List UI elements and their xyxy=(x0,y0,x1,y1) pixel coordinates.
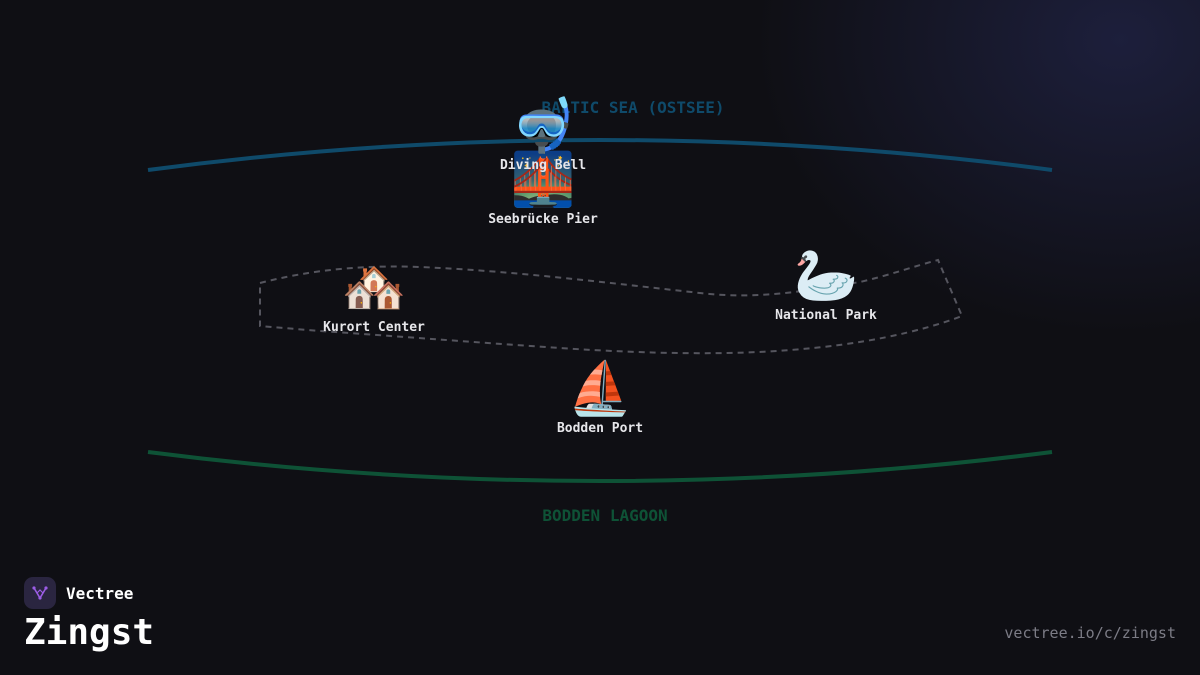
source-url[interactable]: vectree.io/c/zingst xyxy=(1004,624,1176,642)
bodden-coastline xyxy=(147,450,1053,483)
poi-label: National Park xyxy=(775,308,877,323)
bridge-at-night-icon: 🌉 xyxy=(510,150,576,210)
poi-kurort-center[interactable]: 🏘️ Kurort Center xyxy=(323,258,425,335)
poi-label: Diving Bell xyxy=(499,158,587,173)
vectree-logo-mark xyxy=(32,586,48,600)
baltic-coastline xyxy=(147,138,1053,172)
poi-label: Bodden Port xyxy=(556,421,644,436)
poi-bodden-port[interactable]: ⛵ Bodden Port xyxy=(557,359,643,436)
page-title: Zingst xyxy=(24,612,155,653)
poi-label: Seebrücke Pier xyxy=(488,212,598,227)
bodden-lagoon-label: BODDEN LAGOON xyxy=(542,506,668,525)
brand-name: Vectree xyxy=(66,583,134,603)
sailboat-icon: ⛵ xyxy=(567,359,633,419)
poi-diving-bell[interactable]: 🤿 Diving Bell xyxy=(500,96,586,173)
houses-icon: 🏘️ xyxy=(341,258,407,318)
vectree-logo-icon xyxy=(24,577,56,609)
swan-icon: 🦢 xyxy=(793,246,859,306)
poi-seebruecke-pier[interactable]: 🌉 Seebrücke Pier xyxy=(488,150,598,227)
diving-mask-icon: 🤿 xyxy=(510,96,576,156)
poi-label: Kurort Center xyxy=(323,320,425,335)
baltic-sea-label: BALTIC SEA (OSTSEE) xyxy=(541,98,725,117)
brand: Vectree xyxy=(24,577,133,609)
poi-national-park[interactable]: 🦢 National Park xyxy=(775,246,877,323)
